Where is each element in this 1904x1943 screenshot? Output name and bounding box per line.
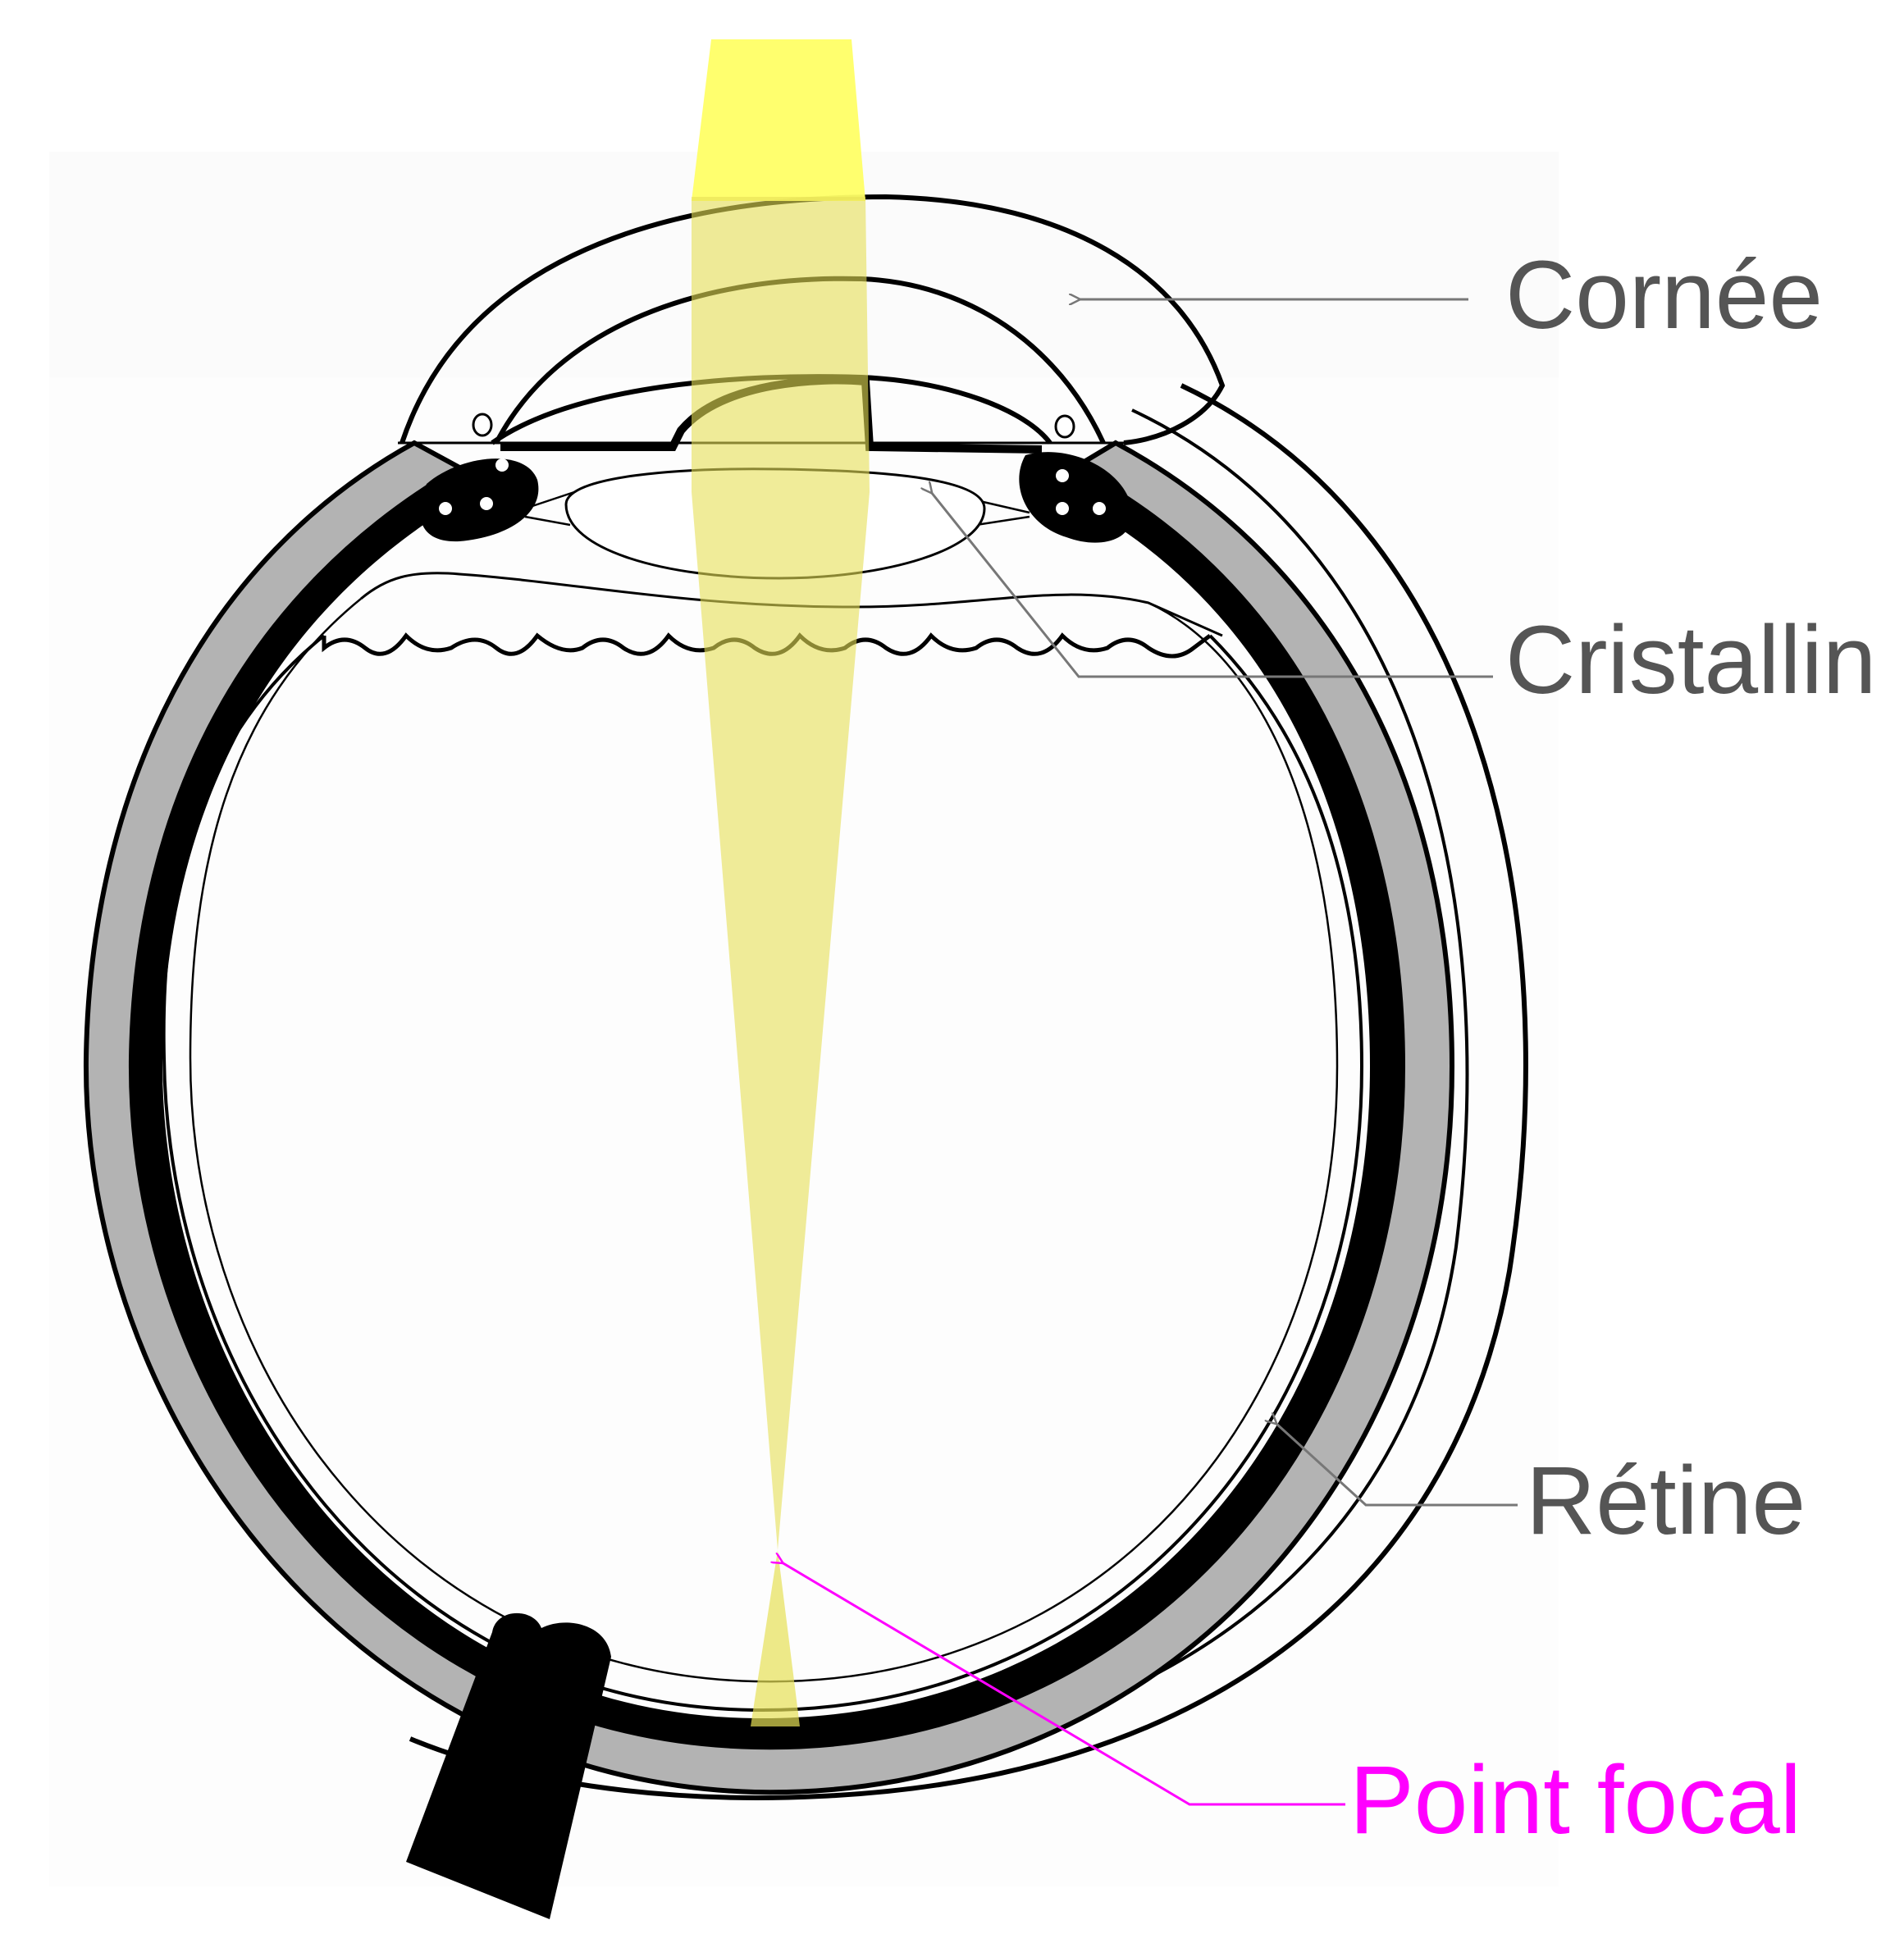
lens-label: Cristallin xyxy=(1505,606,1876,714)
light-beam xyxy=(692,197,870,1550)
cornea-outer xyxy=(400,194,1226,445)
optic-nerve xyxy=(406,1612,611,1919)
light-beam-after-focus xyxy=(751,1550,800,1726)
retina-inner-line xyxy=(189,598,1339,1683)
canal-left xyxy=(472,413,493,437)
light-beam-top xyxy=(692,39,865,201)
lens-leader xyxy=(931,492,1493,678)
ciliary-body-right xyxy=(1019,452,1133,543)
outer-sclera-outline xyxy=(409,383,1528,1800)
canal-right xyxy=(1054,414,1075,439)
cornea-label: Cornée xyxy=(1505,241,1823,349)
focal-point-label: Point focal xyxy=(1349,1746,1801,1854)
focal-point-leader xyxy=(782,1562,1345,1806)
retina-leader xyxy=(1276,1423,1518,1507)
ciliary-body-left xyxy=(420,458,539,542)
retina-label: Rétine xyxy=(1526,1447,1806,1555)
